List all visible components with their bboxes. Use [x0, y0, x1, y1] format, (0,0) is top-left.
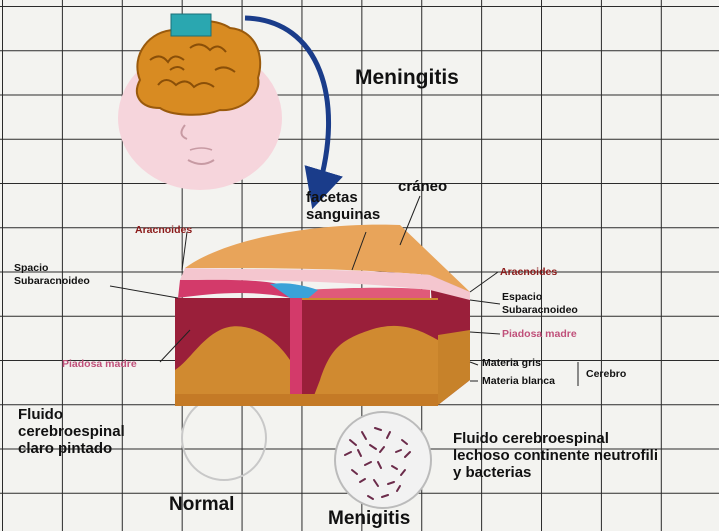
label-craneo: cráneo — [398, 179, 447, 196]
label-facetas: facetas sanguinas — [306, 190, 380, 224]
meningitis-fluid-text: Fluido cerebroespinal lechoso continente… — [453, 431, 658, 481]
label-aracnoides-left: Aracnoides — [135, 224, 192, 237]
normal-fluid-text: Fluido cerebroespinal claro pintado — [18, 407, 125, 457]
meningitis-caption: Menigitis — [328, 508, 410, 530]
label-materia-blanca: Materia blanca — [482, 375, 555, 388]
label-cerebro: Cerebro — [586, 368, 626, 381]
normal-caption: Normal — [169, 494, 234, 516]
label-aracnoides-right: Aracnoides — [500, 266, 557, 279]
diagram-title: Meningitis — [355, 66, 459, 90]
label-piadosa-left: Piadosa madre — [62, 358, 137, 371]
meninges-block — [175, 225, 470, 406]
label-piadosa-right: Piadosa madre — [502, 328, 577, 341]
meningitis-fluid-circle — [335, 412, 431, 508]
normal-fluid-circle — [182, 396, 266, 480]
focus-region-marker — [171, 14, 211, 36]
label-espacio-left: Spacio Subaracnoideo — [14, 262, 90, 288]
label-materia-gris: Materia gris — [482, 357, 541, 370]
label-espacio-right: Espacio Subaracnoideo — [502, 291, 578, 317]
